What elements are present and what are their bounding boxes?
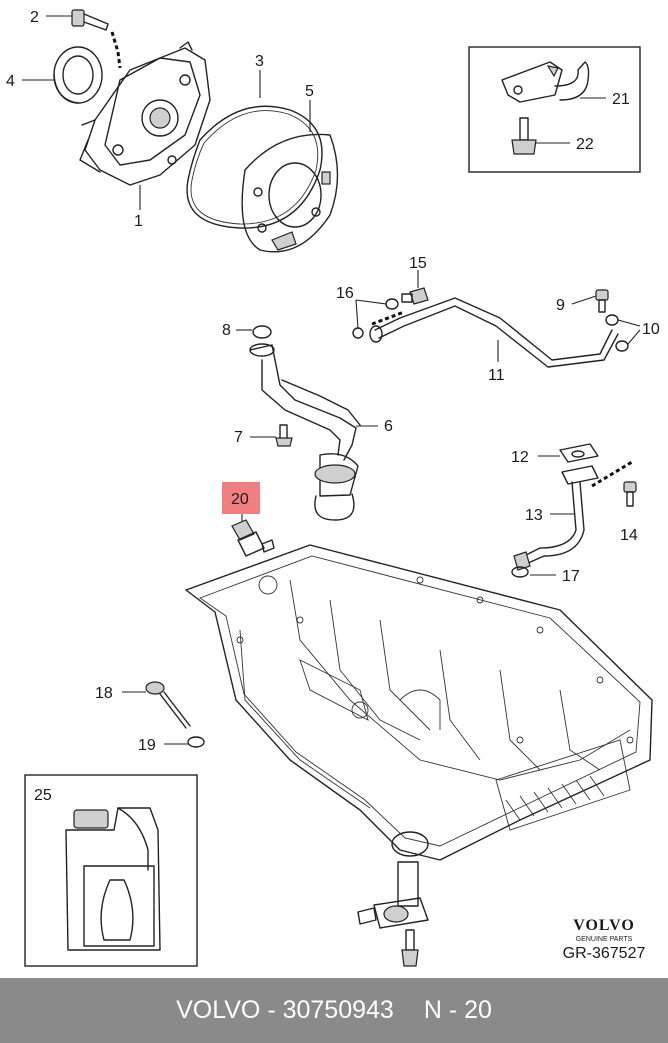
dipstick-18 [145,681,191,729]
washer-8 [252,325,272,339]
parts-diagram: 1 2 4 3 5 21 [6,9,660,967]
o-ring-gasket [186,105,323,229]
callout-5[interactable]: 5 [305,83,314,100]
callout-18[interactable]: 18 [95,685,113,702]
callout-9[interactable]: 9 [556,297,565,314]
callout-3[interactable]: 3 [255,53,264,70]
washers-10 [605,314,629,352]
callout-2[interactable]: 2 [30,9,39,26]
callout-17[interactable]: 17 [562,568,580,585]
oil-pickup-pipe [249,343,361,521]
highlight-20 [222,482,260,514]
seal-19 [187,736,205,748]
brand-logo: VOLVO [573,917,635,934]
position-label: N - 20 [423,996,492,1024]
callout-1[interactable]: 1 [134,213,143,230]
oil-sump [185,544,653,861]
washer-17 [511,566,529,578]
drain-plug-assembly [357,831,429,967]
bolt-22 [511,117,537,155]
callout-19[interactable]: 19 [138,737,156,754]
diagram-reference: GR-367527 [563,945,646,962]
shaft-seal [53,46,103,104]
inset-box-25 [24,774,198,967]
bracket-21 [501,61,590,103]
pump-cover-plate [241,133,339,253]
banjo-bolt-15 [401,287,429,305]
bolt-9 [595,289,609,313]
callout-14[interactable]: 14 [620,527,638,544]
callout-21[interactable]: 21 [612,91,630,108]
callout-7[interactable]: 7 [234,429,243,446]
callout-16[interactable]: 16 [336,285,354,302]
part-number-label: VOLVO - 30750943 [176,996,394,1024]
callout-8[interactable]: 8 [222,322,231,339]
oil-level-sensor-20 [231,519,275,557]
callout-6[interactable]: 6 [384,418,393,435]
callout-13[interactable]: 13 [525,507,543,524]
callout-10[interactable]: 10 [642,321,660,338]
callout-4[interactable]: 4 [6,73,15,90]
brand-tagline: GENUINE PARTS [576,936,633,943]
callout-20[interactable]: 20 [231,491,249,508]
callout-15[interactable]: 15 [409,255,427,272]
oil-pipe-11 [369,297,619,368]
engine-oil-bottle-25 [65,807,161,951]
inset-box [468,46,641,173]
callout-12[interactable]: 12 [511,449,529,466]
bolt-7 [275,424,293,447]
return-pipe-13 [513,465,599,571]
gasket-12 [559,443,599,463]
oil-pump-housing [79,41,211,186]
bolt-14 [623,481,637,507]
callout-22[interactable]: 22 [576,136,594,153]
callout-25[interactable]: 25 [34,787,52,804]
pump-bolt [71,9,109,31]
footer-bar: VOLVO - 30750943 N - 20 [0,978,668,1043]
callout-11[interactable]: 11 [488,367,505,384]
